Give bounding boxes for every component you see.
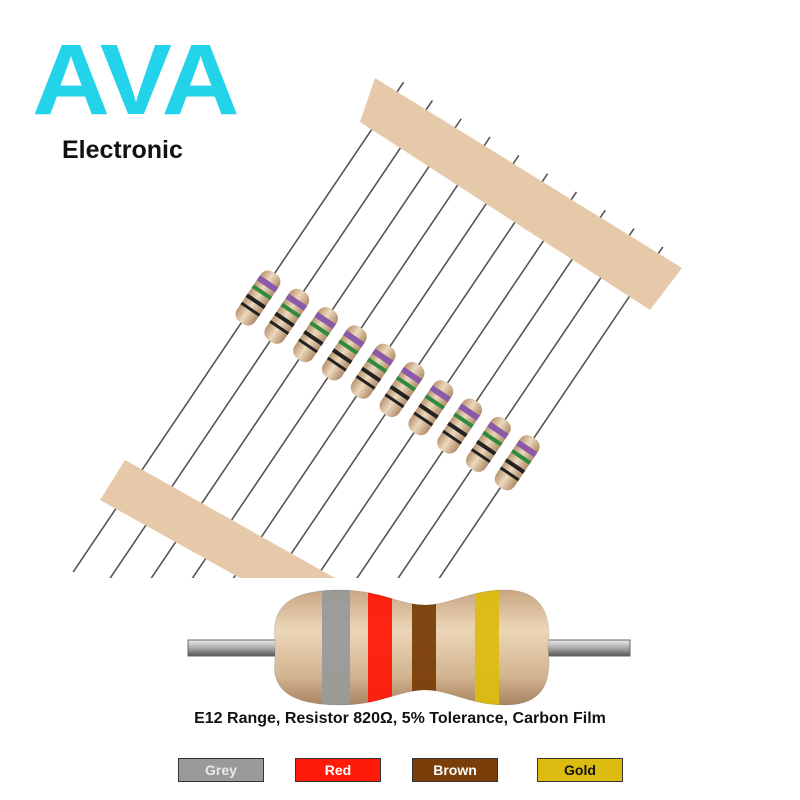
small-resistor (437, 398, 483, 454)
band-brown (412, 590, 436, 705)
tape-top (360, 78, 682, 310)
band-swatch-red: Red (295, 758, 381, 782)
band-gold (475, 590, 499, 705)
small-resistor (379, 361, 425, 418)
product-caption: E12 Range, Resistor 820Ω, 5% Tolerance, … (194, 710, 606, 727)
brand-logo: AVA (32, 24, 240, 136)
small-resistor (494, 435, 540, 491)
small-resistor (264, 288, 310, 344)
band-grey (322, 590, 350, 705)
brand-tagline: Electronic (62, 136, 183, 164)
large-resistor (187, 589, 631, 706)
tape-strip (72, 78, 682, 578)
band-red (368, 590, 392, 705)
resistor-lead (273, 173, 549, 578)
small-resistor (293, 307, 339, 363)
small-resistor (408, 380, 454, 436)
tape-bottom (100, 460, 335, 578)
resistor-lead (397, 228, 635, 578)
resistor-lead (356, 209, 606, 578)
band-swatch-gold: Gold (537, 758, 623, 782)
band-swatch-grey: Grey (178, 758, 264, 782)
resistor-lead (315, 191, 578, 578)
small-resistor (321, 325, 367, 381)
small-resistor (465, 416, 511, 472)
small-resistor (350, 343, 396, 399)
resistor-lead (438, 246, 664, 578)
small-resistor (235, 270, 281, 326)
band-swatch-brown: Brown (412, 758, 498, 782)
